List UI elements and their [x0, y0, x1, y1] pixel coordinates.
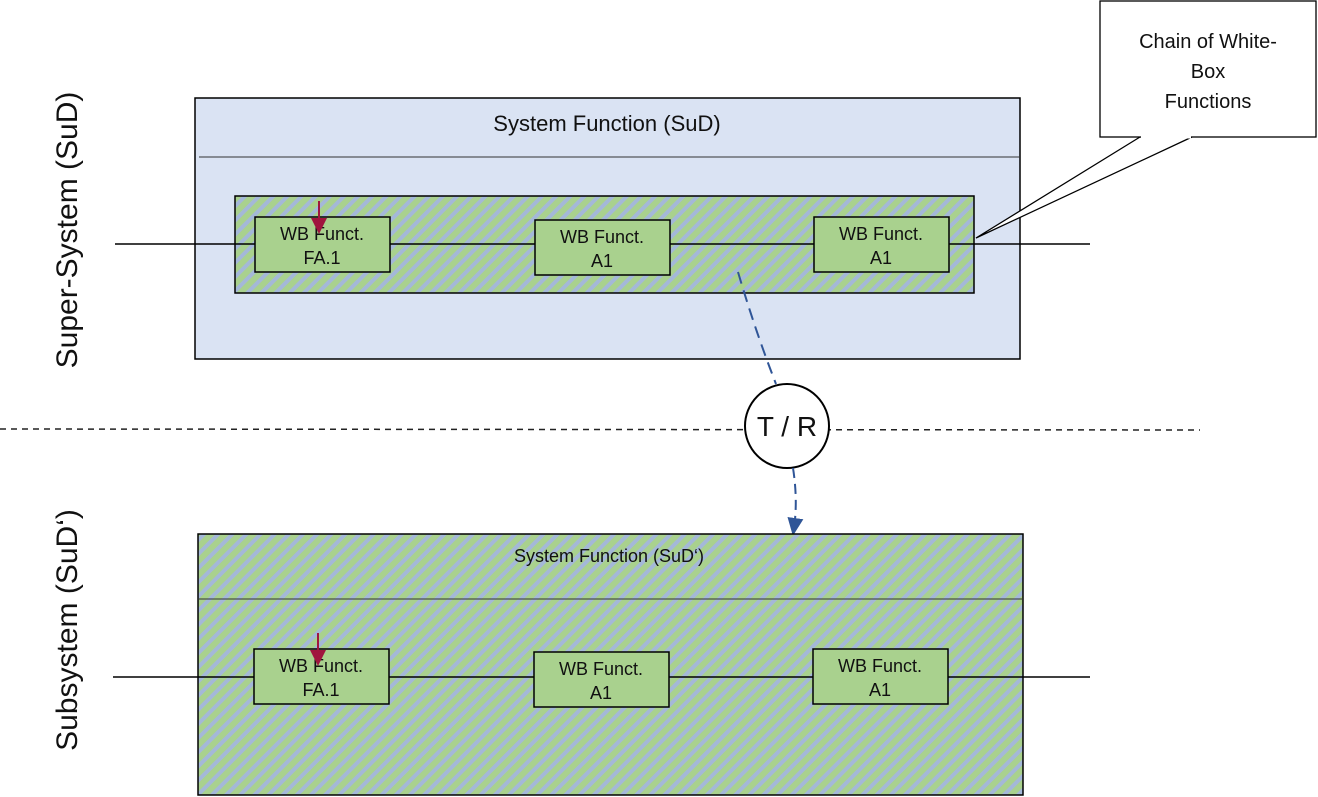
svg-text:A1: A1 — [870, 248, 892, 268]
transform-label: T / R — [757, 411, 817, 442]
super-wb-box-a1-middle: WB Funct. A1 — [534, 219, 671, 276]
chain-callout: Chain of White- Box Functions — [975, 0, 1317, 239]
super-system-label: Super-System (SuD) — [51, 92, 84, 369]
super-system-title: System Function (SuD) — [493, 111, 720, 136]
super-system-panel: System Function (SuD) WB Funct. FA.1 WB … — [115, 97, 1090, 360]
svg-text:Functions: Functions — [1165, 91, 1252, 113]
subsystem-label: Subsystem (SuD‘) — [51, 509, 84, 751]
system-boundary-line — [0, 428, 1201, 431]
subsystem-title: System Function (SuD‘) — [514, 546, 704, 566]
svg-text:WB Funct.: WB Funct. — [839, 224, 923, 244]
sub-wb-box-a1-middle: WB Funct. A1 — [533, 651, 670, 708]
svg-text:A1: A1 — [590, 683, 612, 703]
transform-circle — [744, 383, 830, 469]
svg-text:FA.1: FA.1 — [302, 680, 339, 700]
sub-wb-box-fa1: WB Funct. FA.1 — [253, 648, 390, 705]
svg-text:Chain of White-: Chain of White- — [1139, 31, 1277, 53]
svg-text:A1: A1 — [591, 251, 613, 271]
svg-text:WB Funct.: WB Funct. — [559, 659, 643, 679]
sub-wb-box-a1-right: WB Funct. A1 — [812, 648, 949, 705]
svg-text:WB Funct.: WB Funct. — [279, 656, 363, 676]
svg-text:FA.1: FA.1 — [303, 248, 340, 268]
svg-text:WB Funct.: WB Funct. — [838, 656, 922, 676]
svg-text:Box: Box — [1191, 61, 1225, 83]
transform-connector-bottom — [787, 467, 804, 536]
svg-text:WB Funct.: WB Funct. — [560, 227, 644, 247]
transform-connector-top — [737, 271, 777, 385]
subsystem-panel: System Function (SuD‘) WB Funct. FA.1 WB… — [113, 533, 1090, 796]
super-wb-box-fa1: WB Funct. FA.1 — [254, 216, 391, 273]
super-wb-box-a1-right: WB Funct. A1 — [813, 216, 950, 273]
svg-text:A1: A1 — [869, 680, 891, 700]
svg-text:WB Funct.: WB Funct. — [280, 224, 364, 244]
